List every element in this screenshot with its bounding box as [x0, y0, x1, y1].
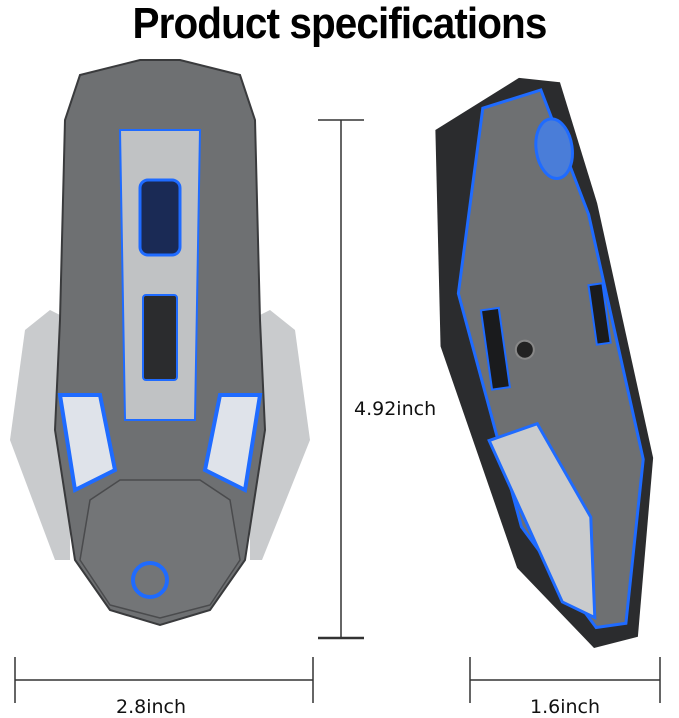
mouse-left-light: [57, 393, 118, 494]
dimension-line-height: [469, 657, 661, 703]
mouse-palm-rest: [79, 479, 241, 619]
width-label: 2.8inch: [116, 696, 187, 718]
side-scroll-wheel: [534, 117, 574, 180]
mouse-side-wing-right: [250, 310, 310, 560]
side-button-1: [479, 306, 512, 391]
dimension-line-width: [14, 657, 314, 703]
scroll-wheel: [138, 178, 182, 257]
dpi-button: [142, 294, 178, 381]
dimension-line-length: [318, 119, 364, 640]
side-button-2: [587, 282, 612, 346]
mouse-top-view: [10, 59, 310, 627]
height-label: 1.6inch: [530, 696, 601, 718]
side-logo: [514, 339, 535, 360]
brand-logo: [131, 561, 169, 599]
page-title: Product specifications: [132, 0, 548, 48]
mouse-right-light: [202, 393, 263, 494]
mouse-side-wing-left: [10, 310, 70, 560]
mouse-side-view: [435, 77, 654, 648]
side-silver-trim: [487, 421, 597, 621]
length-label: 4.92inch: [354, 398, 437, 420]
